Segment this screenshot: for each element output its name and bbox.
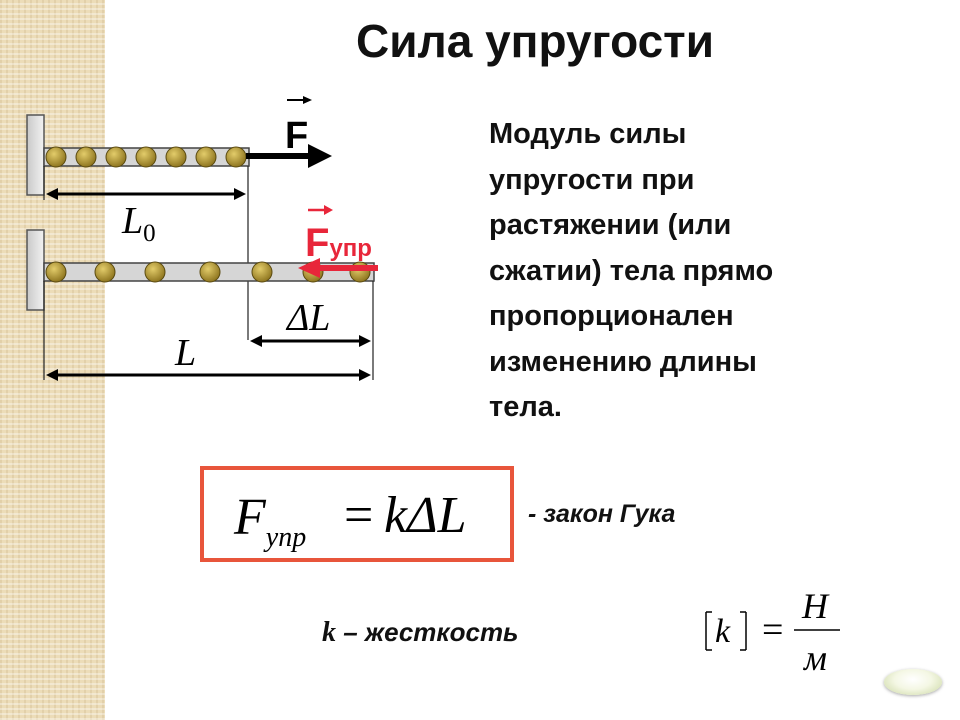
dimension-arrow-l [46,369,371,381]
stiffness-symbol: k [322,617,336,648]
hooke-formula-box: Fупр = kΔL [200,466,514,562]
stiffness-text: – жесткость [343,617,519,647]
description-line: Модуль силы [489,118,687,150]
length-final-label: L [174,332,196,374]
description-line: упругости при [489,163,695,196]
description-text: Модуль силы упругости при растяжении (ил… [489,112,889,431]
length-initial-label: L0 [121,200,156,247]
force-arrow [246,144,332,168]
formula-rhs: kΔL [384,487,467,544]
dimension-arrow-delta-l [250,335,371,347]
page-title: Сила упругости [356,15,714,67]
hooke-law-label: - закон Гука [528,500,676,528]
elastic-force-label: Fупр [305,221,372,265]
description-line: тела. [489,391,562,423]
wall-bottom [26,229,45,311]
description-line: пропорционален [489,300,734,332]
stiffness-definition: k – жесткость [322,617,519,649]
next-slide-button[interactable] [884,669,942,695]
description-line: сжатии) тела прямо [489,254,774,287]
spring-beads-top [45,146,247,168]
unit-denominator: м [802,638,827,678]
dimension-arrow-l0 [46,188,246,200]
decorative-side-strip [0,0,105,720]
description-line: изменению длины [489,345,757,378]
unit-symbol: k [715,613,731,650]
unit-numerator: Н [801,586,830,626]
wall-top [26,114,45,196]
formula-equals: = [344,487,373,544]
force-vector-mark [287,96,312,104]
force-label: F [285,115,308,157]
hooke-formula: Fупр = kΔL [233,487,467,553]
elastic-force-vector-mark [308,205,333,215]
description-line: растяжении (или [489,209,732,241]
elastic-force-arrow [298,258,378,278]
stiffness-unit-formula: k = Н м [705,586,840,678]
delta-length-label: ΔL [285,297,330,339]
unit-equals: = [762,609,783,651]
formula-lhs: Fупр [233,489,306,553]
